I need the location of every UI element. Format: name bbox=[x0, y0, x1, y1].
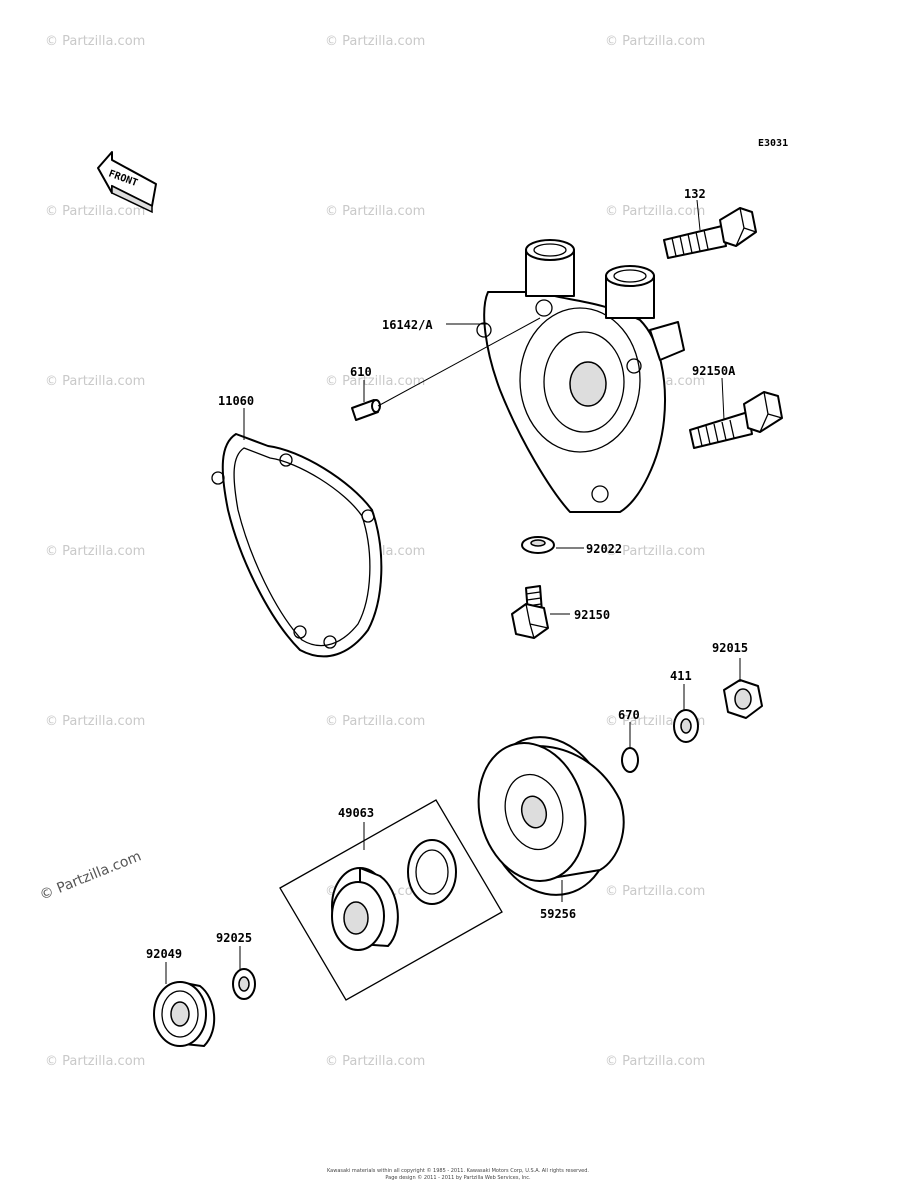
label-59256: 59256 bbox=[540, 907, 576, 921]
watermark: © Partzilla.com bbox=[325, 204, 425, 219]
watermark: © Partzilla.com bbox=[45, 374, 145, 389]
label-132: 132 bbox=[684, 187, 706, 201]
label-411: 411 bbox=[670, 669, 692, 683]
label-92049: 92049 bbox=[146, 947, 182, 961]
watermark: © Partzilla.com bbox=[45, 34, 145, 49]
bolt-132 bbox=[663, 207, 757, 259]
label-670: 670 bbox=[618, 708, 640, 722]
watermark: © Partzilla.com bbox=[325, 34, 425, 49]
washer-92022 bbox=[521, 536, 584, 554]
label-11060: 11060 bbox=[218, 394, 254, 408]
watermark: © Partzilla.com bbox=[45, 204, 145, 219]
label-16142-a: 16142/A bbox=[382, 318, 433, 332]
watermark: © Partzilla.com bbox=[325, 1054, 425, 1069]
label-92015: 92015 bbox=[712, 641, 748, 655]
watermark: © Partzilla.com bbox=[605, 1054, 705, 1069]
watermark: © Partzilla.com bbox=[45, 714, 145, 729]
impeller-59256 bbox=[477, 736, 625, 902]
seal-kit-49063 bbox=[279, 799, 503, 1001]
diagram-code: E3031 bbox=[758, 138, 788, 149]
label-92022: 92022 bbox=[586, 542, 622, 556]
footer-line-1: Kawasaki materials within all copyright … bbox=[327, 1167, 589, 1174]
watermark: © Partzilla.com bbox=[605, 34, 705, 49]
label-49063: 49063 bbox=[338, 806, 374, 820]
dowel-pin-610 bbox=[351, 317, 541, 421]
bolt-92150A bbox=[689, 391, 783, 449]
gasket-11060 bbox=[211, 433, 383, 658]
label-92025: 92025 bbox=[216, 931, 252, 945]
label-92150a: 92150A bbox=[692, 364, 736, 378]
label-610: 610 bbox=[350, 365, 372, 379]
watermark: © Partzilla.com bbox=[45, 544, 145, 559]
leader-132 bbox=[696, 199, 701, 231]
washer-411 bbox=[673, 684, 699, 743]
leader-92150A bbox=[721, 377, 725, 421]
o-ring-670 bbox=[621, 722, 639, 773]
washer-92025 bbox=[232, 946, 256, 1000]
watermark: © Partzilla.com bbox=[605, 544, 705, 559]
watermark: © Partzilla.com bbox=[325, 714, 425, 729]
watermark: © Partzilla.com bbox=[605, 884, 705, 899]
footer-line-2: Page design © 2011 - 2011 by Partzilla W… bbox=[385, 1174, 531, 1181]
watermark: © Partzilla.com bbox=[45, 1054, 145, 1069]
watermark-main: © Partzilla.com bbox=[38, 848, 144, 903]
bolt-92150 bbox=[511, 585, 570, 639]
front-arrow-icon: FRONT bbox=[97, 151, 157, 214]
pump-cover-16142 bbox=[476, 239, 685, 513]
bearing-92049 bbox=[153, 962, 216, 1047]
watermark: © Partzilla.com bbox=[605, 204, 705, 219]
nut-92015 bbox=[723, 658, 763, 719]
watermark: © Partzilla.com bbox=[325, 374, 425, 389]
label-92150: 92150 bbox=[574, 608, 610, 622]
